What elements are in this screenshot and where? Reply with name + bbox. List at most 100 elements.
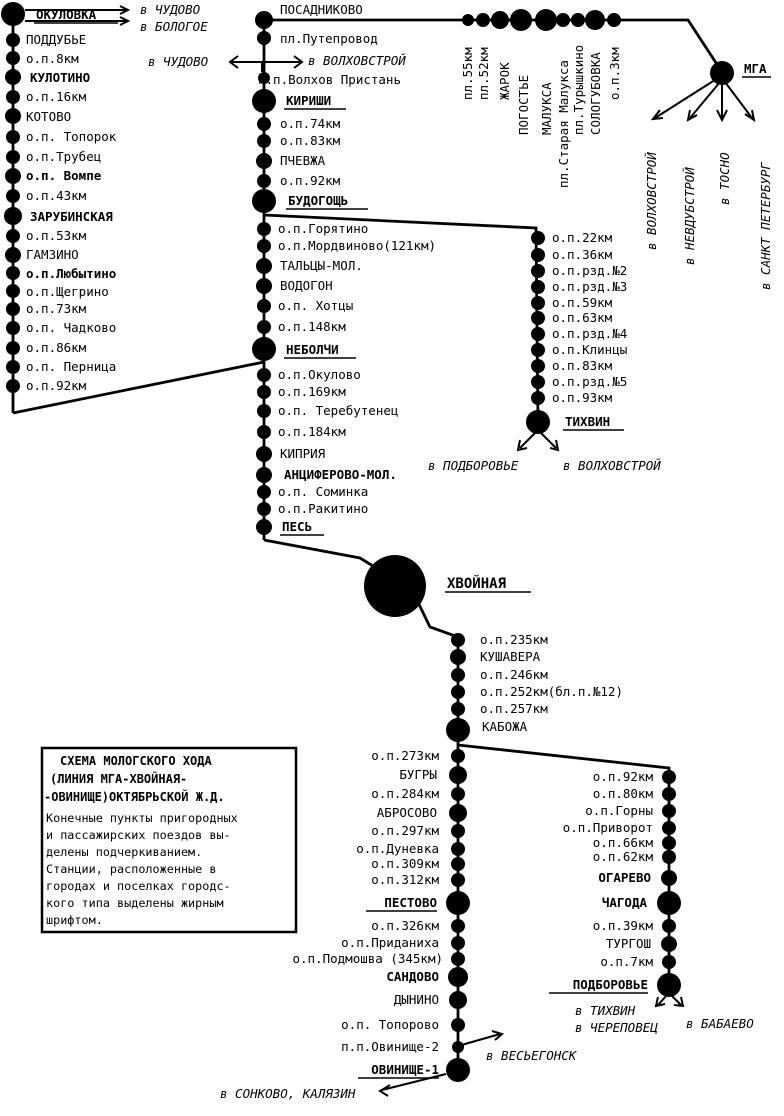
label-b39: о.п.39км bbox=[593, 918, 654, 933]
label-toporok: о.п. Топорок bbox=[26, 129, 117, 144]
label-op16: о.п.16км bbox=[26, 89, 87, 104]
dot-trubets bbox=[6, 150, 20, 164]
dot-v-staraya-malukса bbox=[556, 13, 570, 27]
dir-sonkovo: в СОНКОВО, КАЛЯЗИН bbox=[220, 1086, 356, 1101]
label-poddubye: ПОДДУБЬЕ bbox=[26, 32, 86, 47]
labels-west: ОКУЛОВКА ПОДДУБЬЕ о.п.8км КУЛОТИНО о.п.1… bbox=[26, 7, 118, 393]
dot-khvoynaya bbox=[364, 555, 426, 617]
dir-mga-volkhovstroy: в ВОЛХОВСТРОЙ bbox=[644, 152, 659, 250]
label-okulovo: о.п.Окулово bbox=[278, 367, 361, 382]
dir-mga-tosno: в ТОСНО bbox=[717, 152, 732, 205]
dot-v-turyshkino bbox=[571, 13, 585, 27]
dot-v-malukса bbox=[535, 9, 557, 31]
label-budogoshch: БУДОГОЩЬ bbox=[288, 193, 348, 208]
label-t93: о.п.93км bbox=[552, 390, 613, 405]
label-op92w: о.п.92км bbox=[26, 378, 87, 393]
legend-body-4: Станции, расположенные в bbox=[46, 862, 216, 876]
label-op246: о.п.246км bbox=[480, 667, 548, 682]
label-b66: о.п.66км bbox=[593, 835, 654, 850]
label-rakitino: о.п.Ракитино bbox=[278, 501, 368, 516]
label-t22: о.п.22км bbox=[552, 230, 613, 245]
track-khvoynaya bbox=[263, 538, 460, 745]
dot-volkhov-pristan bbox=[258, 72, 270, 84]
label-b-privorot: о.п.Приворот bbox=[563, 820, 653, 835]
label-op297: о.п.297км bbox=[371, 823, 439, 838]
dot-podborovye bbox=[657, 973, 681, 997]
dot-pchevzha bbox=[256, 153, 272, 169]
track-tikhvin bbox=[263, 213, 540, 423]
label-pernitsa: о.п. Перница bbox=[26, 359, 116, 374]
label-goryatino: о.п.Горятино bbox=[278, 221, 368, 236]
track-okulovka-nebolchi bbox=[12, 360, 265, 415]
label-v-turyshkino: пл.Турышкино bbox=[571, 45, 586, 135]
arrow-podborovye-tikhvin bbox=[654, 994, 668, 1008]
label-b80: о.п.80км bbox=[593, 786, 654, 801]
label-nebolchi: НЕБОЛЧИ bbox=[286, 342, 339, 357]
station-dots bbox=[1, 2, 734, 1082]
legend-body-7: шрифтом. bbox=[46, 913, 103, 927]
dot-op73 bbox=[6, 302, 20, 316]
dot-b80 bbox=[662, 787, 676, 801]
dot-lyubytino bbox=[6, 266, 20, 280]
label-zarubinskaya: ЗАРУБИНСКАЯ bbox=[30, 209, 113, 224]
dot-v-pl55 bbox=[462, 14, 474, 26]
label-sandovo: САНДОВО bbox=[386, 969, 439, 984]
dir-podborovye-from-tikhvin: в ПОДБОРОВЬЕ bbox=[428, 458, 519, 473]
label-b92: о.п.92км bbox=[593, 769, 654, 784]
dot-t63 bbox=[531, 311, 545, 325]
arrow-bologoe bbox=[25, 16, 131, 26]
dot-kipriya bbox=[256, 446, 272, 462]
label-b-gorny: о.п.Горны bbox=[585, 803, 653, 818]
dot-op86 bbox=[6, 341, 20, 355]
labels-mga-line: пл.55км пл.52км ЖАРОК ПОГОСТЬЕ МАЛУКСА п… bbox=[460, 45, 771, 188]
dot-pridanikha bbox=[451, 936, 465, 950]
dot-op8 bbox=[6, 51, 20, 65]
labels-kabozha: о.п.235км КУШАВЕРА о.п.246км о.п.252км(б… bbox=[480, 632, 623, 734]
label-op53: о.п.53км bbox=[26, 228, 87, 243]
dot-op43 bbox=[6, 189, 20, 203]
label-op257: о.п.257км bbox=[480, 701, 548, 716]
dot-v-zharok bbox=[491, 11, 509, 29]
dot-op74 bbox=[257, 117, 271, 131]
label-taltsy: ТАЛЬЦЫ-МОЛ. bbox=[280, 258, 363, 273]
dot-okulovo bbox=[257, 368, 271, 382]
dot-vompe bbox=[5, 168, 21, 184]
dot-budogoshch bbox=[252, 189, 276, 213]
dir-babaevo: в БАБАЕВО bbox=[686, 1016, 754, 1031]
legend-title-1: СХЕМА МОЛОГСКОГО ХОДА bbox=[60, 754, 212, 768]
dot-abrosovo bbox=[449, 804, 467, 822]
dot-op184 bbox=[257, 425, 271, 439]
label-terebutenets: о.п. Теребутенец bbox=[278, 403, 398, 418]
legend-body-2: и пассажирских поездов вы- bbox=[46, 828, 231, 842]
dot-rakitino bbox=[257, 502, 271, 516]
label-op86: о.п.86км bbox=[26, 340, 87, 355]
label-v-pogostye: ПОГОСТЬЕ bbox=[516, 75, 531, 135]
label-shchegrino: о.п.Щегрино bbox=[26, 284, 109, 299]
dot-mga bbox=[710, 61, 734, 85]
dot-ovinishche2 bbox=[452, 1041, 464, 1053]
dot-sominka bbox=[257, 485, 271, 499]
dot-okulovka bbox=[1, 2, 25, 26]
label-chagoda: ЧАГОДА bbox=[602, 895, 648, 910]
label-sominka: о.п. Соминка bbox=[278, 484, 368, 499]
label-trubets: о.п.Трубец bbox=[26, 149, 101, 164]
dot-op297 bbox=[451, 824, 465, 838]
label-t-rzd3: о.п.рзд.№3 bbox=[552, 279, 627, 294]
label-op73: о.п.73км bbox=[26, 301, 87, 316]
dot-op309 bbox=[451, 857, 465, 871]
label-op312: о.п.312км bbox=[371, 872, 439, 887]
dot-b-privorot bbox=[662, 821, 676, 835]
label-volkhov-pristan: п.п.Волхов Пристань bbox=[258, 72, 401, 87]
dir-cherepovets: в ЧЕРЕПОВЕЦ bbox=[575, 1020, 658, 1035]
label-okulovka: ОКУЛОВКА bbox=[36, 7, 97, 22]
label-pchevzha: ПЧЕВЖА bbox=[280, 153, 326, 168]
arrow-mga-tosno bbox=[716, 84, 728, 123]
arrow-vesyegonsk bbox=[457, 1030, 505, 1047]
label-vompe: о.п. Вомпе bbox=[26, 168, 102, 183]
legend-box bbox=[40, 746, 298, 934]
label-op8: о.п.8км bbox=[26, 51, 79, 66]
dir-mga-nevdubstroy: в НЕВДУБСТРОЙ bbox=[682, 167, 697, 265]
label-lyubytino: о.п.Любытино bbox=[26, 266, 116, 281]
dot-ovinishche1 bbox=[446, 1058, 470, 1082]
label-kipriya: КИПРИЯ bbox=[280, 446, 325, 461]
